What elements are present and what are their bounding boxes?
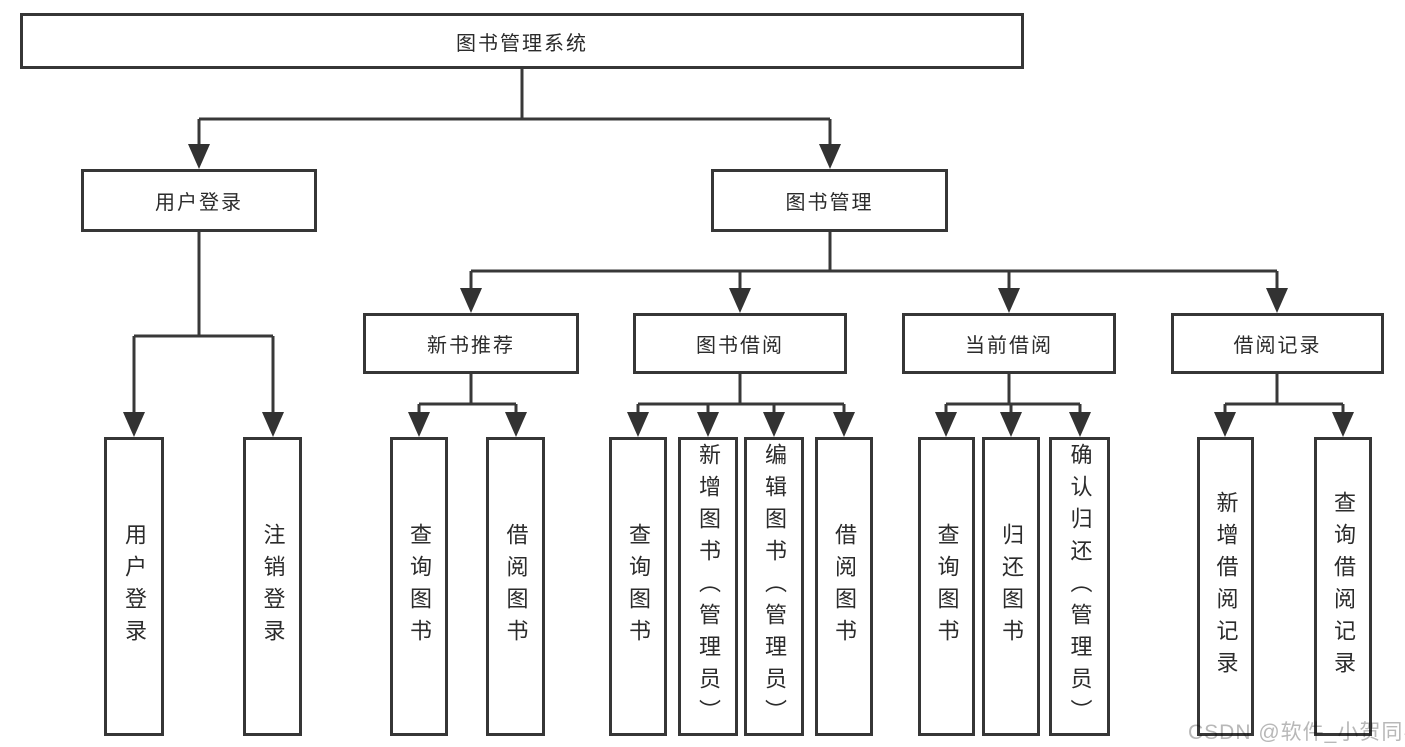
leaf-borrow-books: 借阅图书 — [486, 437, 545, 736]
node-label: 新增图书（管理员） — [696, 442, 721, 731]
node-label: 新书推荐 — [427, 335, 515, 357]
leaf-query-books: 查询图书 — [390, 437, 448, 736]
leaf-logout: 注销登录 — [243, 437, 302, 736]
node-borrow-records: 借阅记录 — [1171, 313, 1384, 374]
node-label: 借阅图书 — [832, 522, 857, 651]
edge-book-borrow-to-leaves — [627, 374, 855, 437]
node-label: 图书管理 — [785, 192, 874, 214]
node-label: 查询图书 — [407, 522, 432, 651]
node-label: 图书管理系统 — [456, 32, 588, 55]
node-book-borrow: 图书借阅 — [633, 313, 847, 374]
leaf-query-borrow-record: 查询借阅记录 — [1314, 437, 1372, 736]
node-label: 借阅记录 — [1233, 335, 1322, 357]
node-library-system: 图书管理系统 — [20, 13, 1024, 69]
leaf-return-books: 归还图书 — [982, 437, 1040, 736]
leaf-borrow-books: 借阅图书 — [815, 437, 873, 736]
leaf-query-books: 查询图书 — [918, 437, 975, 736]
node-label: 查询图书 — [934, 522, 960, 651]
leaf-edit-books-admin: 编辑图书（管理员） — [744, 437, 804, 736]
leaf-query-books: 查询图书 — [609, 437, 667, 736]
node-label: 新增借阅记录 — [1213, 490, 1239, 683]
csdn-watermark: CSDN @软件_小贺同学 — [1188, 721, 1405, 744]
node-label: 确认归还（管理员） — [1067, 442, 1093, 731]
edge-current-borrow-to-leaves — [935, 374, 1091, 437]
node-label: 当前借阅 — [965, 335, 1053, 357]
edge-root-to-level2 — [188, 69, 841, 169]
node-label: 查询借阅记录 — [1331, 490, 1356, 683]
node-current-borrow: 当前借阅 — [902, 313, 1116, 374]
edge-book-mgmt-to-level3 — [460, 232, 1288, 313]
edge-user-login-to-leaves — [123, 232, 284, 437]
leaf-user-login: 用户登录 — [104, 437, 164, 736]
node-label: 图书借阅 — [696, 335, 784, 357]
node-book-management: 图书管理 — [711, 169, 948, 232]
node-label: 归还图书 — [999, 522, 1024, 651]
edge-records-to-leaves — [1214, 374, 1354, 437]
node-label: 借阅图书 — [503, 522, 529, 651]
edge-new-book-to-leaves — [408, 374, 527, 437]
leaf-add-borrow-record: 新增借阅记录 — [1197, 437, 1254, 736]
node-label: 编辑图书（管理员） — [762, 442, 787, 731]
node-label: 查询图书 — [626, 522, 651, 651]
node-label: 用户登录 — [122, 522, 147, 651]
node-new-book-recommend: 新书推荐 — [363, 313, 579, 374]
node-user-login: 用户登录 — [81, 169, 317, 232]
node-label: 注销登录 — [260, 522, 286, 651]
node-label: 用户登录 — [155, 192, 243, 214]
leaf-confirm-return-admin: 确认归还（管理员） — [1049, 437, 1110, 736]
leaf-add-books-admin: 新增图书（管理员） — [678, 437, 738, 736]
